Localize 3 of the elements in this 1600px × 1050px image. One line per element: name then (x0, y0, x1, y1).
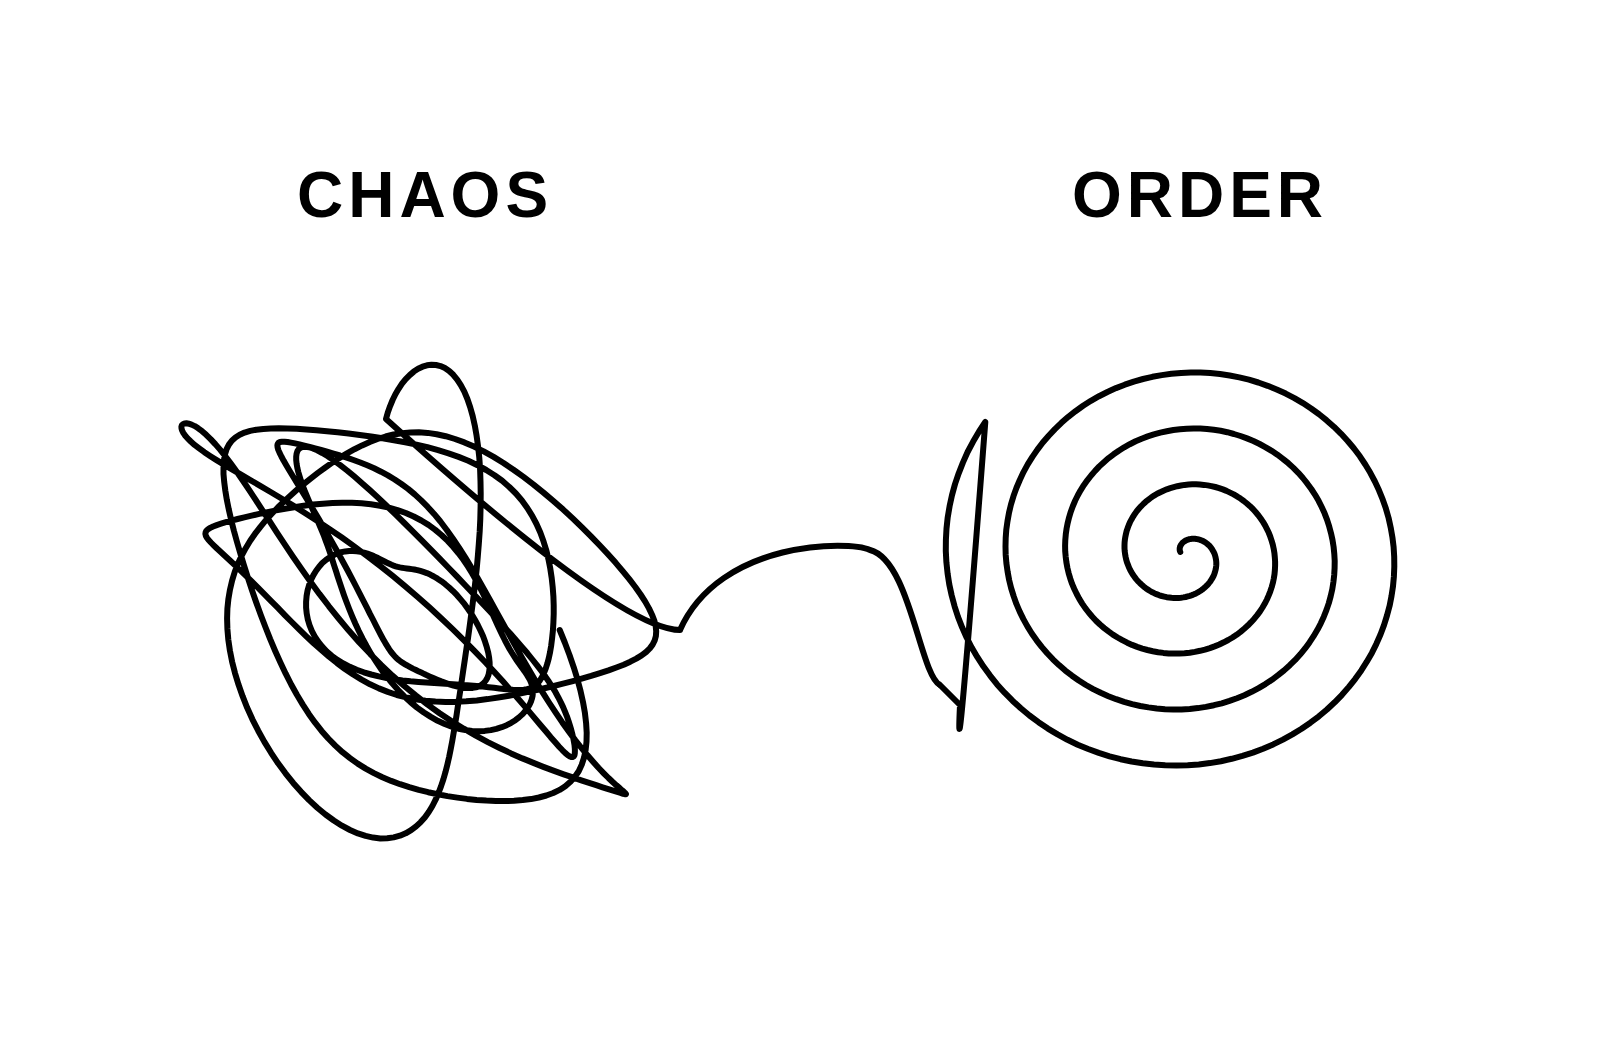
heading: CHAOS (296, 159, 554, 231)
connecting-line (677, 542, 943, 688)
heading: ORDER (1071, 159, 1329, 231)
